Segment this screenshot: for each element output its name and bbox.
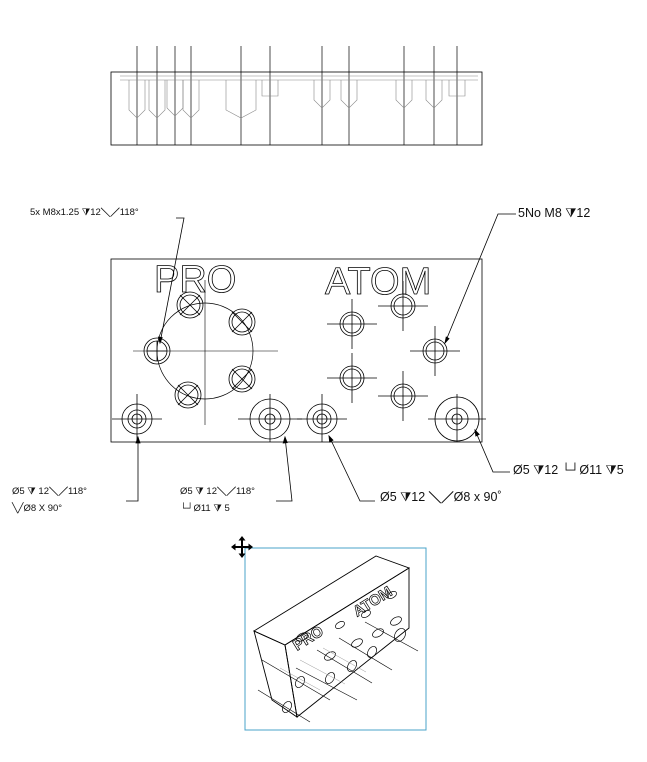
m8-row-holes: [327, 281, 460, 421]
callout-hole1-line2: ╲╱Ø8 X 90°: [12, 503, 63, 514]
front-plan-view: PRO ATOM: [110, 258, 486, 443]
callout-m8-row: 5No M8 ⧩12: [518, 206, 591, 220]
engraving-atom: ATOM: [325, 261, 431, 303]
move-arrows-icon[interactable]: [231, 536, 253, 558]
m8-pattern-holes: [143, 291, 256, 409]
callout-m8-pattern: 5x M8x1.25 ⧩12╲╱118°: [30, 207, 139, 218]
engraving-pro: PRO: [154, 259, 236, 301]
isometric-view: PRO ATOM: [244, 547, 427, 731]
callout-hole4: Ø5 ⧩12 └┘Ø11 ⧩5: [513, 463, 624, 477]
callout-hole2-line2: └┘Ø11 ⧩ 5: [180, 503, 230, 514]
callout-hole1-line1: Ø5 ⧩ 12╲╱118°: [12, 486, 87, 497]
leader-lines: [126, 213, 516, 502]
iso-engraving-pro: PRO: [290, 623, 327, 655]
bottom-row-holes: [112, 394, 486, 442]
top-elevation-view: [110, 46, 483, 146]
callout-hole3: Ø5 ⧩12 ╲╱Ø8 x 90˚: [380, 490, 502, 504]
iso-engraving-atom: ATOM: [350, 583, 395, 620]
callout-hole2-line1: Ø5 ⧩ 12╲╱118°: [180, 486, 255, 497]
iso-view-frame: [244, 547, 427, 731]
